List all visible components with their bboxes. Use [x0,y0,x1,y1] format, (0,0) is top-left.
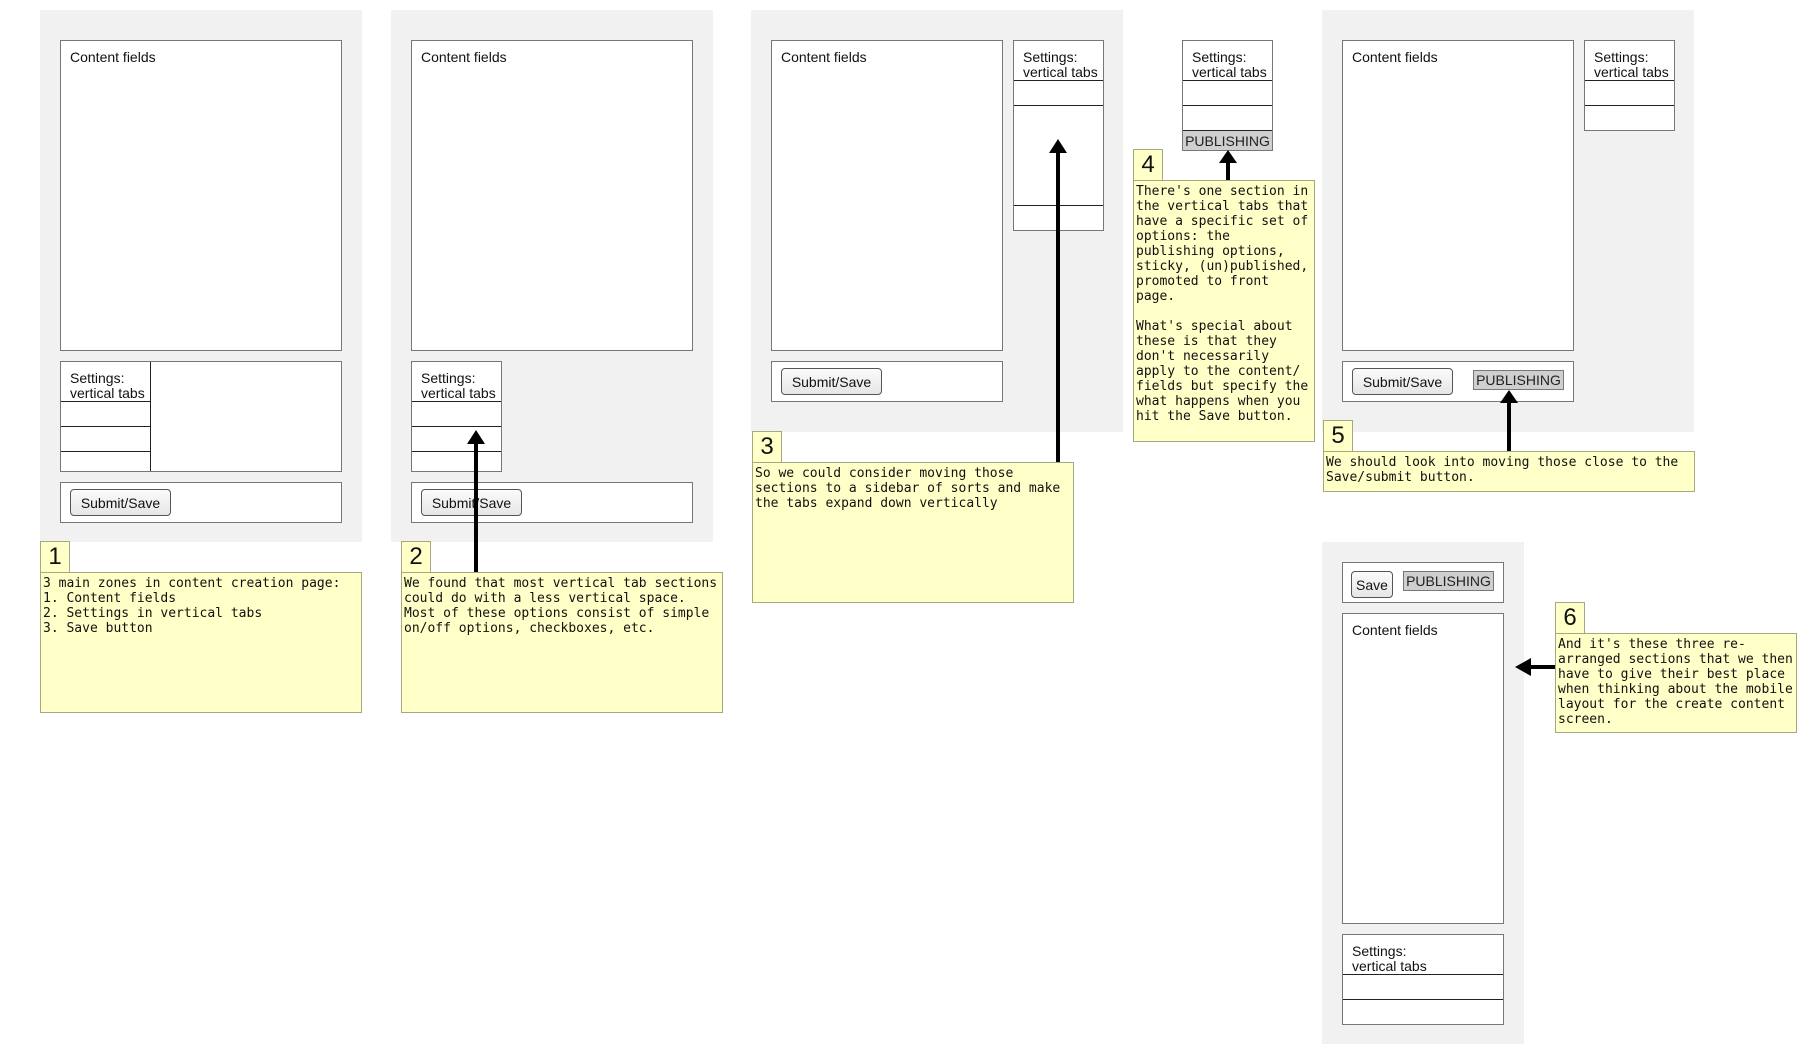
submit-save-button[interactable]: Submit/Save [781,368,882,395]
save-area-box: Submit/Save PUBLISHING [1342,361,1574,402]
sticky-note: So we could consider moving those sectio… [752,462,1074,603]
settings-area-box: Settings: vertical tabs [60,361,342,472]
settings-tabs-label: Settings: vertical tabs [421,370,496,401]
sticky-note: There's one section in the vertical tabs… [1133,180,1315,442]
publishing-tab[interactable]: PUBLISHING [1183,130,1272,150]
vertical-tabs-sidebar: Settings: vertical tabs [1584,40,1675,131]
content-fields-box: Content fields [1342,613,1504,924]
submit-save-button[interactable]: Submit/Save [421,489,522,516]
settings-tabs-label: Settings: vertical tabs [1192,49,1267,80]
mockup-2-panel: Content fields Settings: vertical tabs S… [391,10,713,542]
content-fields-box: Content fields [411,40,693,351]
vertical-tabs: Settings: vertical tabs [1342,934,1504,1025]
mockup-3-panel: Content fields Submit/Save Settings: ver… [751,10,1123,432]
submit-save-button[interactable]: Submit/Save [1352,368,1453,395]
content-fields-label: Content fields [781,49,867,65]
note-number: 6 [1555,602,1585,634]
settings-tabs-label: Settings: vertical tabs [1023,49,1098,80]
save-area-box: Save PUBLISHING [1342,562,1504,603]
mockup-1-panel: Content fields Settings: vertical tabs S… [40,10,362,542]
save-area-box: Submit/Save [411,482,693,523]
sticky-note: We should look into moving those close t… [1323,451,1695,492]
mockup-5-panel: Content fields Submit/Save PUBLISHING Se… [1322,10,1694,432]
content-fields-box: Content fields [771,40,1003,351]
sticky-note: 3 main zones in content creation page: 1… [40,572,362,713]
save-area-box: Submit/Save [771,361,1003,402]
submit-save-button[interactable]: Submit/Save [70,489,171,516]
vertical-tabs-sidebar: Settings: vertical tabs [1013,40,1104,231]
note-number: 3 [752,431,782,463]
note-number: 1 [40,541,70,573]
sticky-note: We found that most vertical tab sections… [401,572,723,713]
vertical-tabs-publishing: Settings: vertical tabs PUBLISHING [1182,40,1273,151]
content-fields-label: Content fields [70,49,156,65]
note-number: 4 [1133,149,1163,181]
content-fields-label: Content fields [421,49,507,65]
save-button[interactable]: Save [1351,571,1393,598]
vertical-tabs: Settings: vertical tabs [61,362,151,471]
note-number: 5 [1323,420,1353,452]
settings-tabs-label: Settings: vertical tabs [70,370,145,401]
note-number: 2 [401,541,431,573]
content-fields-label: Content fields [1352,49,1438,65]
settings-tabs-label: Settings: vertical tabs [1352,943,1427,974]
arrow-note-4 [1219,150,1237,180]
settings-tabs-label: Settings: vertical tabs [1594,49,1669,80]
publishing-button[interactable]: PUBLISHING [1473,370,1564,390]
sticky-note: And it's these three re-arranged section… [1555,633,1797,733]
content-fields-box: Content fields [60,40,342,351]
mockup-6-panel: Save PUBLISHING Content fields Settings:… [1322,542,1524,1044]
publishing-button[interactable]: PUBLISHING [1403,571,1494,591]
content-fields-label: Content fields [1352,622,1438,638]
save-area-box: Submit/Save [60,482,342,523]
vertical-tabs: Settings: vertical tabs [411,361,502,472]
content-fields-box: Content fields [1342,40,1574,351]
